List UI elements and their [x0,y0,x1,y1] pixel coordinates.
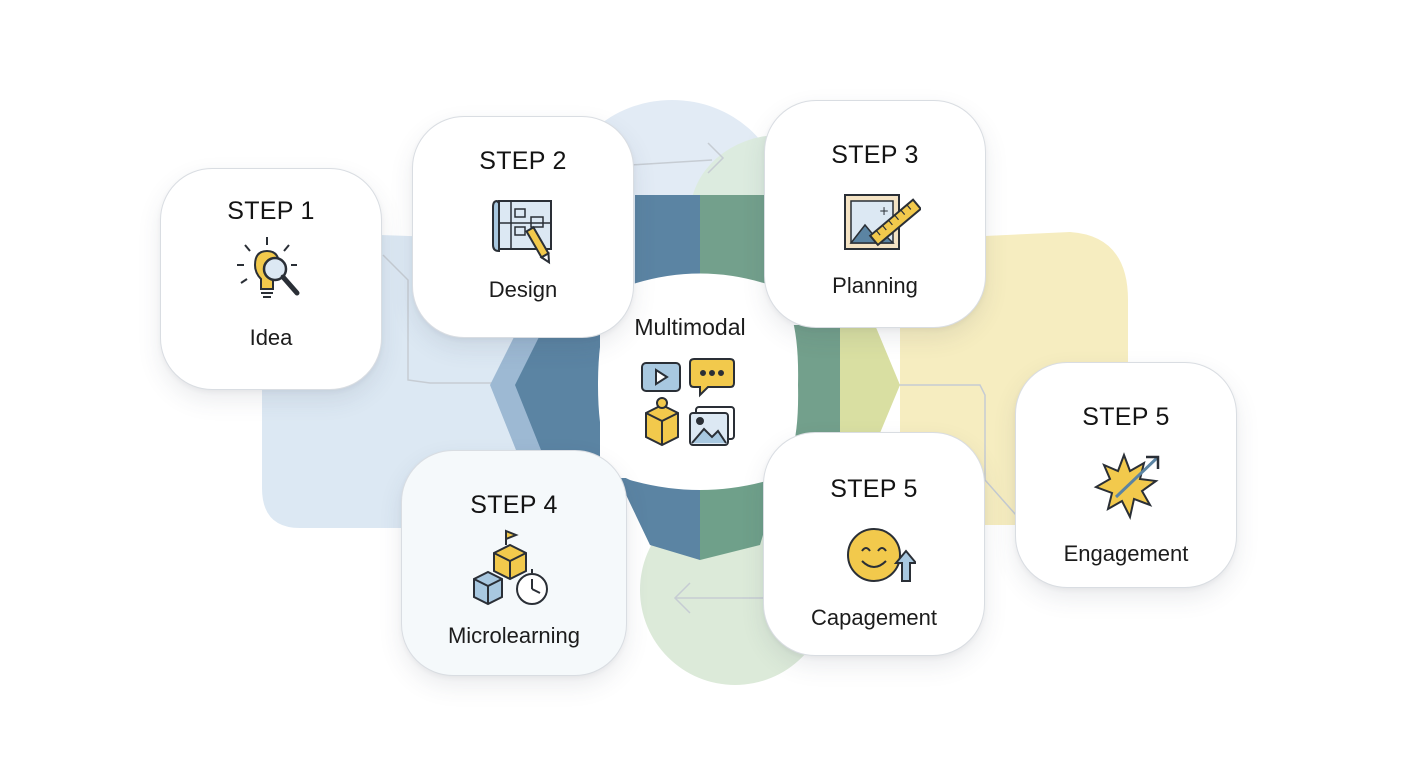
step-label: Idea [249,325,293,350]
hub-wedge-bottom-left [618,478,700,560]
step-label: Engagement [1063,541,1189,566]
step-number: STEP 5 [1082,403,1170,431]
step-card-planning[interactable]: STEP 3 + Planning [764,100,986,328]
step-number: STEP 3 [831,141,919,169]
hub-wedge-top-right [700,195,768,285]
hub-wedge-left [515,325,600,460]
hub-wedge-bottom-right [700,478,780,560]
step-number: STEP 4 [470,491,558,519]
hub-wedge-top-left [635,195,700,285]
step-label: Capagement [811,605,937,630]
step-number: STEP 5 [830,475,918,503]
smiley-arrow-icon [844,523,919,594]
puzzle-cube-icon [645,397,679,447]
step-label: Planning [832,273,918,298]
picture-ruler-icon: + [843,191,923,258]
step-card-design[interactable]: STEP 2 Design [412,116,634,338]
image-gallery-icon [689,406,735,446]
step-card-capagement[interactable]: STEP 5 Capagement [763,432,985,656]
hub-wedge-right-light [840,325,900,445]
lightbulb-magnifier-icon [231,235,311,318]
burst-arrow-icon [1088,449,1168,528]
step-number: STEP 1 [227,197,315,225]
hub-icon-group [630,355,750,455]
svg-text:+: + [879,204,889,218]
step-label: Microlearning [447,623,581,648]
blueprint-pencil-icon [491,193,557,272]
step-card-engagement[interactable]: STEP 5 Engagement [1015,362,1237,588]
step-label: Design [488,277,558,302]
video-play-icon [641,362,681,392]
hub-title: Multimodal [634,314,746,340]
chat-bubble-icon [689,358,735,398]
step-card-idea[interactable]: STEP 1 Idea [160,168,382,390]
cubes-timer-icon [470,529,556,618]
step-card-microlearning[interactable]: STEP 4 Microlearning [401,450,627,676]
step-number: STEP 2 [479,147,567,175]
